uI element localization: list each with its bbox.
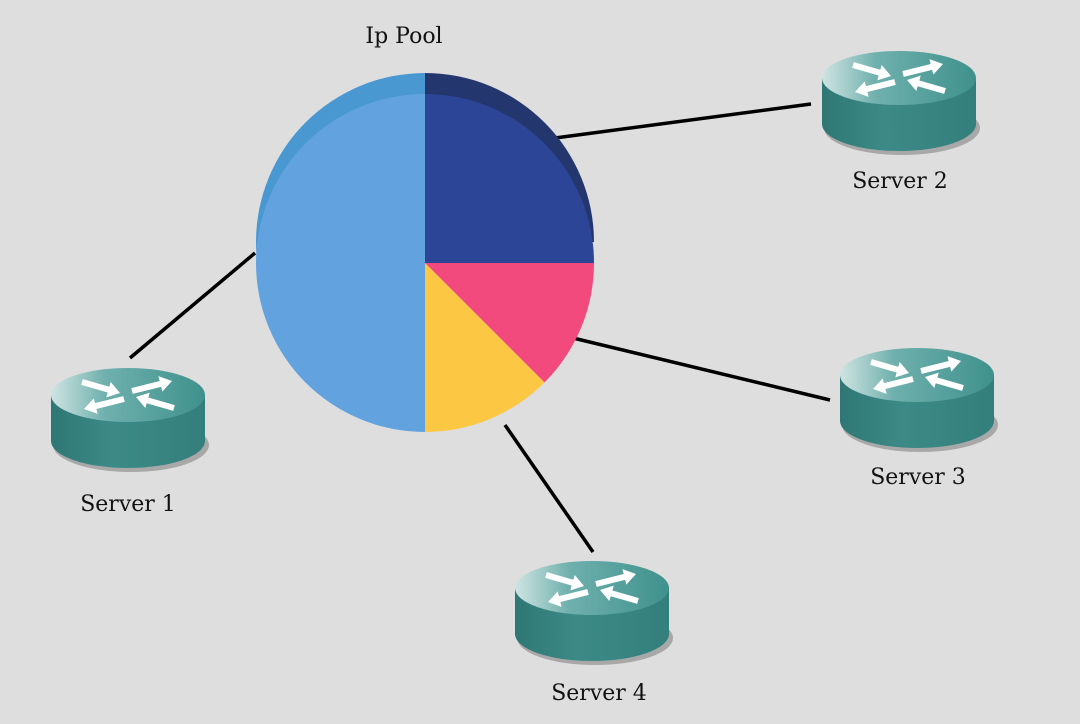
router-icon: [515, 561, 673, 665]
arrow-out-bottom-left: [855, 79, 896, 97]
diagram-title: Ip Pool: [365, 24, 443, 49]
arrow-out-top-right: [595, 569, 636, 587]
server-2-label: Server 2: [852, 169, 948, 194]
arrow-out-bottom-left: [548, 589, 589, 607]
router-top: [840, 348, 994, 402]
arrow-in-bottom-right: [925, 372, 964, 391]
pie-slice-3: [425, 263, 594, 383]
server-1-label: Server 1: [80, 492, 176, 517]
pie-slice-4: [425, 263, 545, 432]
arrow-out-top-right: [131, 376, 172, 394]
router-icon: [822, 51, 980, 155]
router-icon: [840, 348, 998, 452]
router-top: [51, 368, 205, 422]
router-icon: [51, 368, 209, 472]
link-server-2: [539, 102, 812, 142]
router-arrows: [852, 59, 946, 97]
pie-slice-1: [256, 94, 425, 432]
pie-slice-2: [425, 94, 594, 263]
link-server-1: [128, 251, 257, 360]
arrow-in-top-left: [870, 359, 909, 378]
arrow-in-top-left: [852, 62, 891, 81]
server-3-label: Server 3: [870, 465, 966, 490]
arrow-out-top-right: [902, 59, 943, 77]
router-arrows: [870, 356, 964, 394]
link-server-3: [572, 336, 831, 402]
router-arrows: [545, 569, 639, 607]
arrow-out-top-right: [920, 356, 961, 374]
arrow-out-bottom-left: [873, 376, 914, 394]
router-arrows: [81, 376, 175, 414]
arrow-in-top-left: [545, 572, 584, 591]
arrow-out-bottom-left: [84, 396, 125, 414]
link-server-4: [503, 424, 595, 553]
routers: [51, 51, 998, 665]
arrow-in-top-left: [81, 379, 120, 398]
arrow-in-bottom-right: [600, 585, 639, 604]
server-4-label: Server 4: [551, 681, 647, 706]
router-top: [822, 51, 976, 105]
ip-pool-pie: [256, 73, 594, 432]
arrow-in-bottom-right: [136, 392, 175, 411]
connection-lines: [128, 102, 831, 553]
arrow-in-bottom-right: [907, 75, 946, 94]
router-top: [515, 561, 669, 615]
